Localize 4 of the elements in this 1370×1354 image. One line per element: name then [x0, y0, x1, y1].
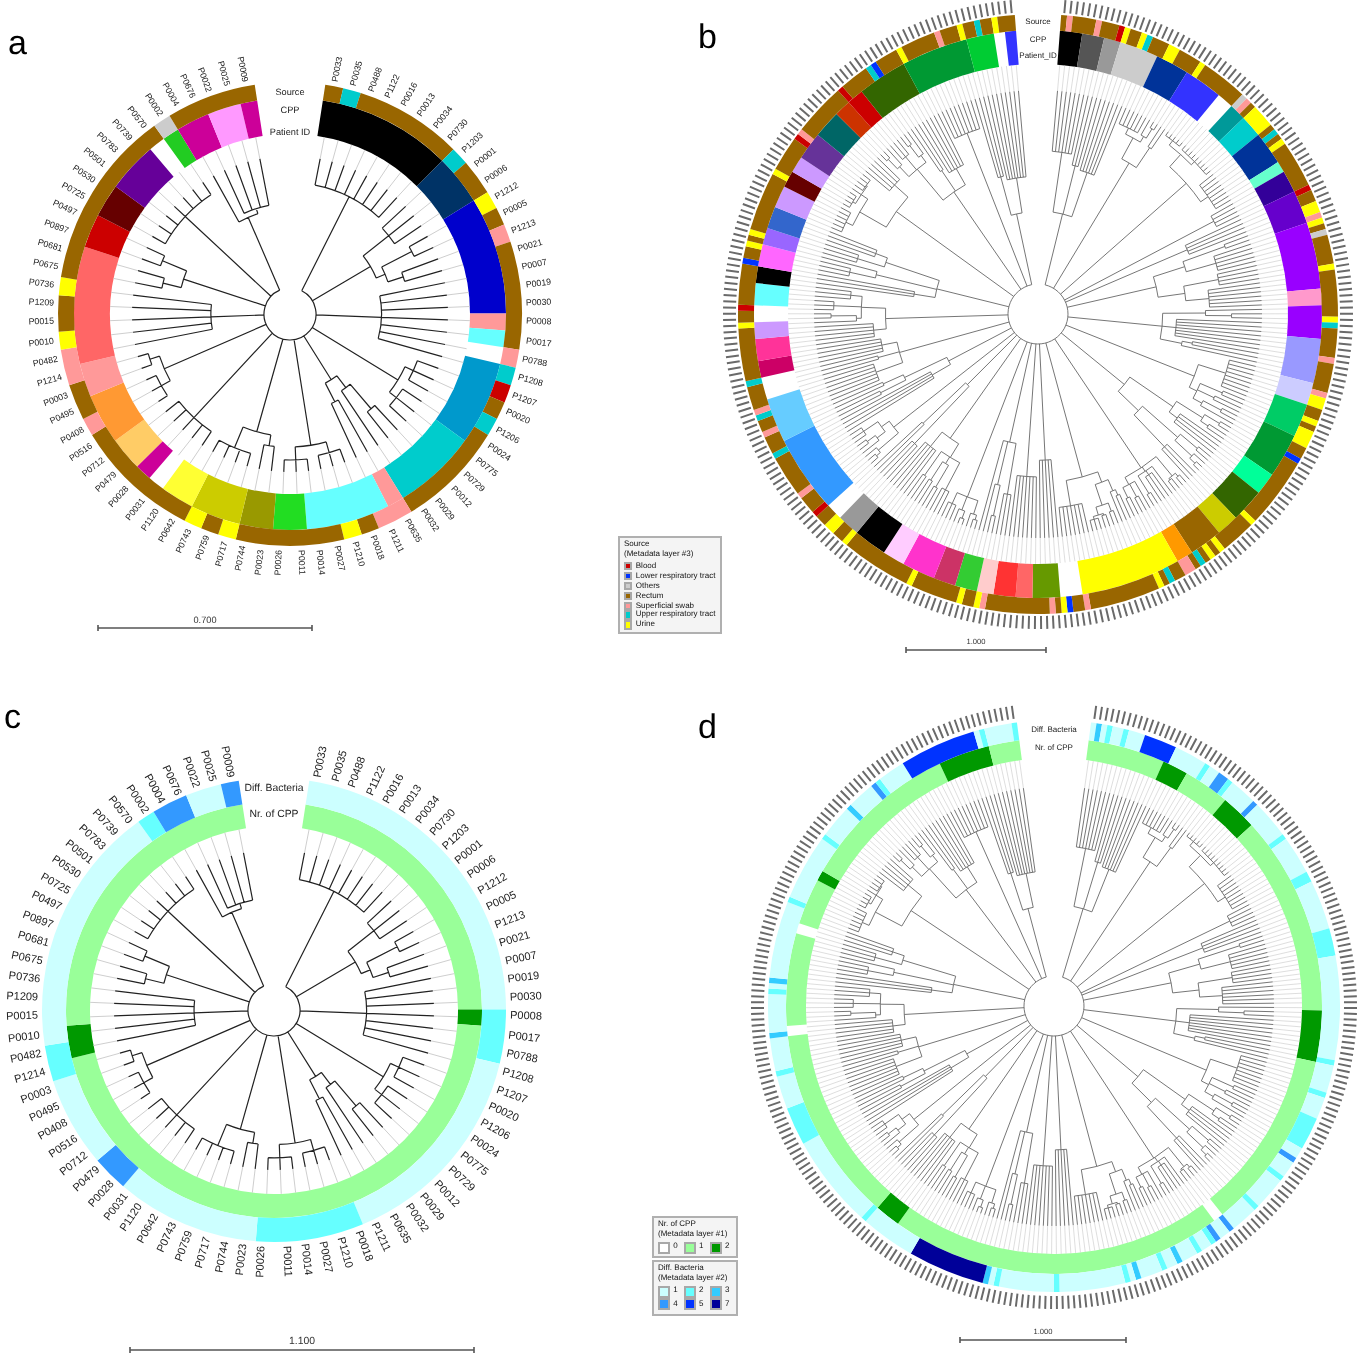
panel-letter: b [698, 20, 717, 54]
panel-letter: a [8, 26, 27, 60]
panel-letter: d [698, 710, 717, 744]
panel-letter: c [4, 700, 21, 734]
